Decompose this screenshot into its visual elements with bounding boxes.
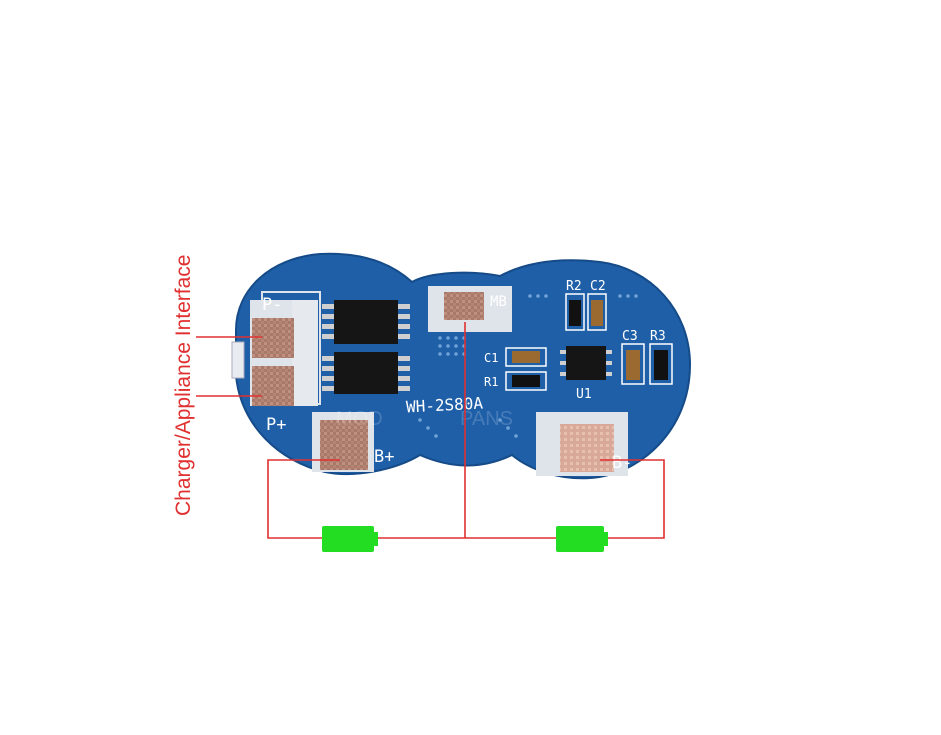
battery-cell-2 (556, 526, 608, 552)
pad-b-plus (320, 420, 368, 470)
pad-p-plus (252, 366, 294, 406)
pcb-board: P- P+ B+ B- MB R2 C2 C3 R3 C1 R1 U1 WH-2… (231, 252, 692, 480)
mosfet-bottom (322, 352, 410, 394)
battery-cell-1 (322, 526, 378, 552)
component-label-u1: U1 (576, 387, 592, 402)
pcb-edge-nub (231, 341, 245, 379)
pad-label-p-minus: P- (262, 295, 282, 315)
wire-b-minus (600, 459, 665, 539)
via-dots (418, 294, 638, 438)
component-u1 (560, 346, 612, 380)
component-r1 (505, 371, 547, 391)
pad-mb (444, 292, 484, 320)
component-c3 (621, 343, 645, 385)
mosfet-top (322, 300, 410, 344)
pad-b-minus (560, 424, 614, 472)
watermark-right: PANS (460, 408, 513, 430)
component-label-c1: C1 (484, 351, 498, 365)
annotation-lines (196, 336, 262, 397)
p-pad-frame-inner (292, 300, 318, 406)
component-label-r2: R2 (566, 279, 582, 294)
pad-label-p-plus: P+ (266, 415, 286, 435)
component-label-c2: C2 (590, 279, 606, 294)
component-r3 (649, 343, 673, 385)
pad-label-mb: MB (490, 294, 507, 310)
component-c2 (587, 293, 607, 331)
pad-label-b-plus: B+ (374, 447, 394, 467)
battery-wiring (267, 322, 665, 539)
interface-annotation-label: Charger/Appliance Interface (172, 255, 195, 517)
component-label-r1: R1 (484, 375, 498, 389)
component-r2 (565, 293, 585, 331)
watermark-left: MOD (336, 408, 383, 430)
component-label-c3: C3 (622, 329, 638, 344)
component-label-r3: R3 (650, 329, 666, 344)
pad-label-b-minus: B- (612, 453, 632, 473)
pad-p-minus (252, 318, 294, 358)
wire-b-plus (267, 459, 340, 539)
component-c1 (505, 347, 547, 367)
